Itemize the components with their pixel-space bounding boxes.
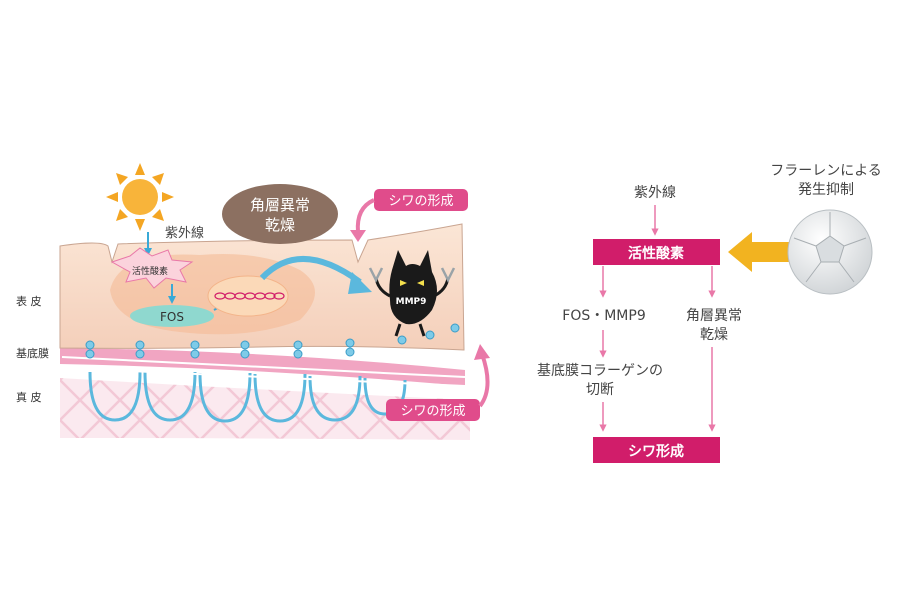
layer-label-dermis: 真 皮 <box>16 390 42 404</box>
uv-label: 紫外線 <box>165 225 204 241</box>
collagen-fibers <box>88 371 407 423</box>
gene-ellipse <box>207 275 289 317</box>
layer-label-epidermis: 表 皮 <box>16 294 42 308</box>
wrinkle-label-top: シワの形成 <box>388 194 453 209</box>
membrane-collagen <box>61 356 466 387</box>
flow-result-box <box>593 437 720 463</box>
flow-ros-box <box>593 239 720 265</box>
wrinkle-label-bottom-box <box>386 399 480 421</box>
basal-cells <box>85 323 460 359</box>
flow-collagen-2: 切断 <box>586 382 614 398</box>
fos-ellipse <box>130 305 214 327</box>
wrinkle-label-bottom: シワの形成 <box>400 404 465 419</box>
flow-collagen-1: 基底膜コラーゲンの <box>537 362 663 379</box>
flow-keratin-1: 角層異常 <box>686 308 742 324</box>
fullerene-label-2: 発生抑制 <box>798 182 854 198</box>
fullerene-label-1: フラーレンによる <box>770 163 882 179</box>
keratin-bubble <box>222 184 338 244</box>
flow-result-label: シワ形成 <box>628 443 684 460</box>
mechanism-flowchart: 紫外線 活性酸素 フラーレンによる 発生抑制 FOS・MMP9 角層異常 乾燥 … <box>537 163 882 463</box>
wrinkle-top-arrow <box>355 198 375 233</box>
flow-fos-mmp9: FOS・MMP9 <box>562 308 645 324</box>
mmp9-devil-icon: MMP9 <box>368 250 456 337</box>
sun-icon <box>106 163 174 231</box>
keratin-label-1: 角層異常 <box>250 196 310 214</box>
dermis-layer <box>60 378 470 440</box>
wrinkle-bottom-arrow <box>478 353 490 408</box>
keratin-label-2: 乾燥 <box>265 216 295 234</box>
layer-label-basement: 基底膜 <box>16 346 49 360</box>
flow-keratin-2: 乾燥 <box>700 327 728 343</box>
dna-chain <box>214 292 285 300</box>
mmp9-label: MMP9 <box>396 297 427 307</box>
flow-uv-label: 紫外線 <box>634 185 676 201</box>
flow-ros-label: 活性酸素 <box>628 245 684 262</box>
skin-illustration: 紫外線 活性酸素 FOS 角層異常 乾燥 <box>16 163 490 440</box>
wrinkle-label-top-box <box>374 189 468 211</box>
flow-inhibit-arrow <box>728 232 800 272</box>
fos-label: FOS <box>160 310 184 324</box>
fullerene-ball-icon <box>787 209 873 295</box>
ros-burst <box>110 247 194 289</box>
ros-label: 活性酸素 <box>132 265 168 277</box>
gene-to-mmp9-arrow <box>259 255 362 285</box>
